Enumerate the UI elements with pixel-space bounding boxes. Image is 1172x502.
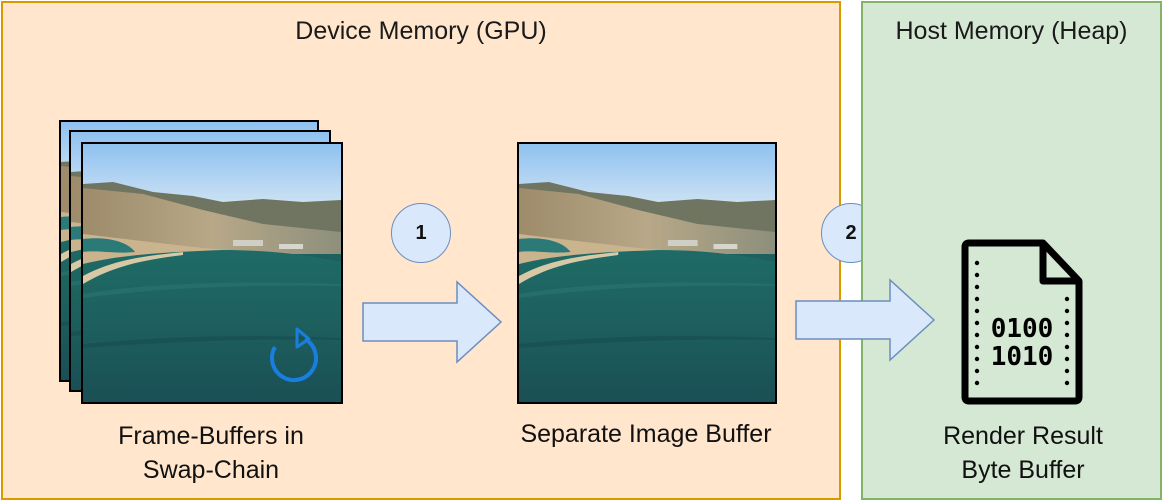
device-memory-title: Device Memory (GPU) [295, 17, 547, 45]
byte-buffer-label-line2: Byte Buffer [961, 456, 1085, 484]
byte-buffer-label-line1: Render Result [943, 422, 1103, 450]
step-2-arrow [795, 278, 936, 362]
binary-text-line2: 1010 [991, 342, 1054, 372]
swapchain-label: Frame-Buffers in Swap-Chain [81, 419, 341, 487]
binary-file-icon: 0100 1010 [961, 239, 1083, 405]
image-buffer-label: Separate Image Buffer [520, 420, 772, 448]
step-2-number: 2 [845, 221, 857, 244]
swapchain-label-line1: Frame-Buffers in [118, 422, 304, 450]
step-1-arrow [362, 280, 503, 364]
swapchain-frame-front [81, 142, 343, 404]
swapchain-label-line2: Swap-Chain [142, 456, 280, 484]
image-buffer-frame [517, 142, 777, 404]
device-memory-region: Device Memory (GPU) Frame-Buffers in Swa… [1, 1, 881, 500]
host-memory-region: Host Memory (Heap) 0100 1010 Render Resu… [861, 1, 1162, 500]
binary-text-line1: 0100 [991, 314, 1054, 344]
step-1-badge: 1 [391, 203, 451, 263]
host-memory-title: Host Memory (Heap) [895, 17, 1128, 45]
byte-buffer-label: Render Result Byte Buffer [903, 419, 1143, 487]
step-1-number: 1 [415, 221, 427, 244]
refresh-icon [270, 327, 319, 383]
